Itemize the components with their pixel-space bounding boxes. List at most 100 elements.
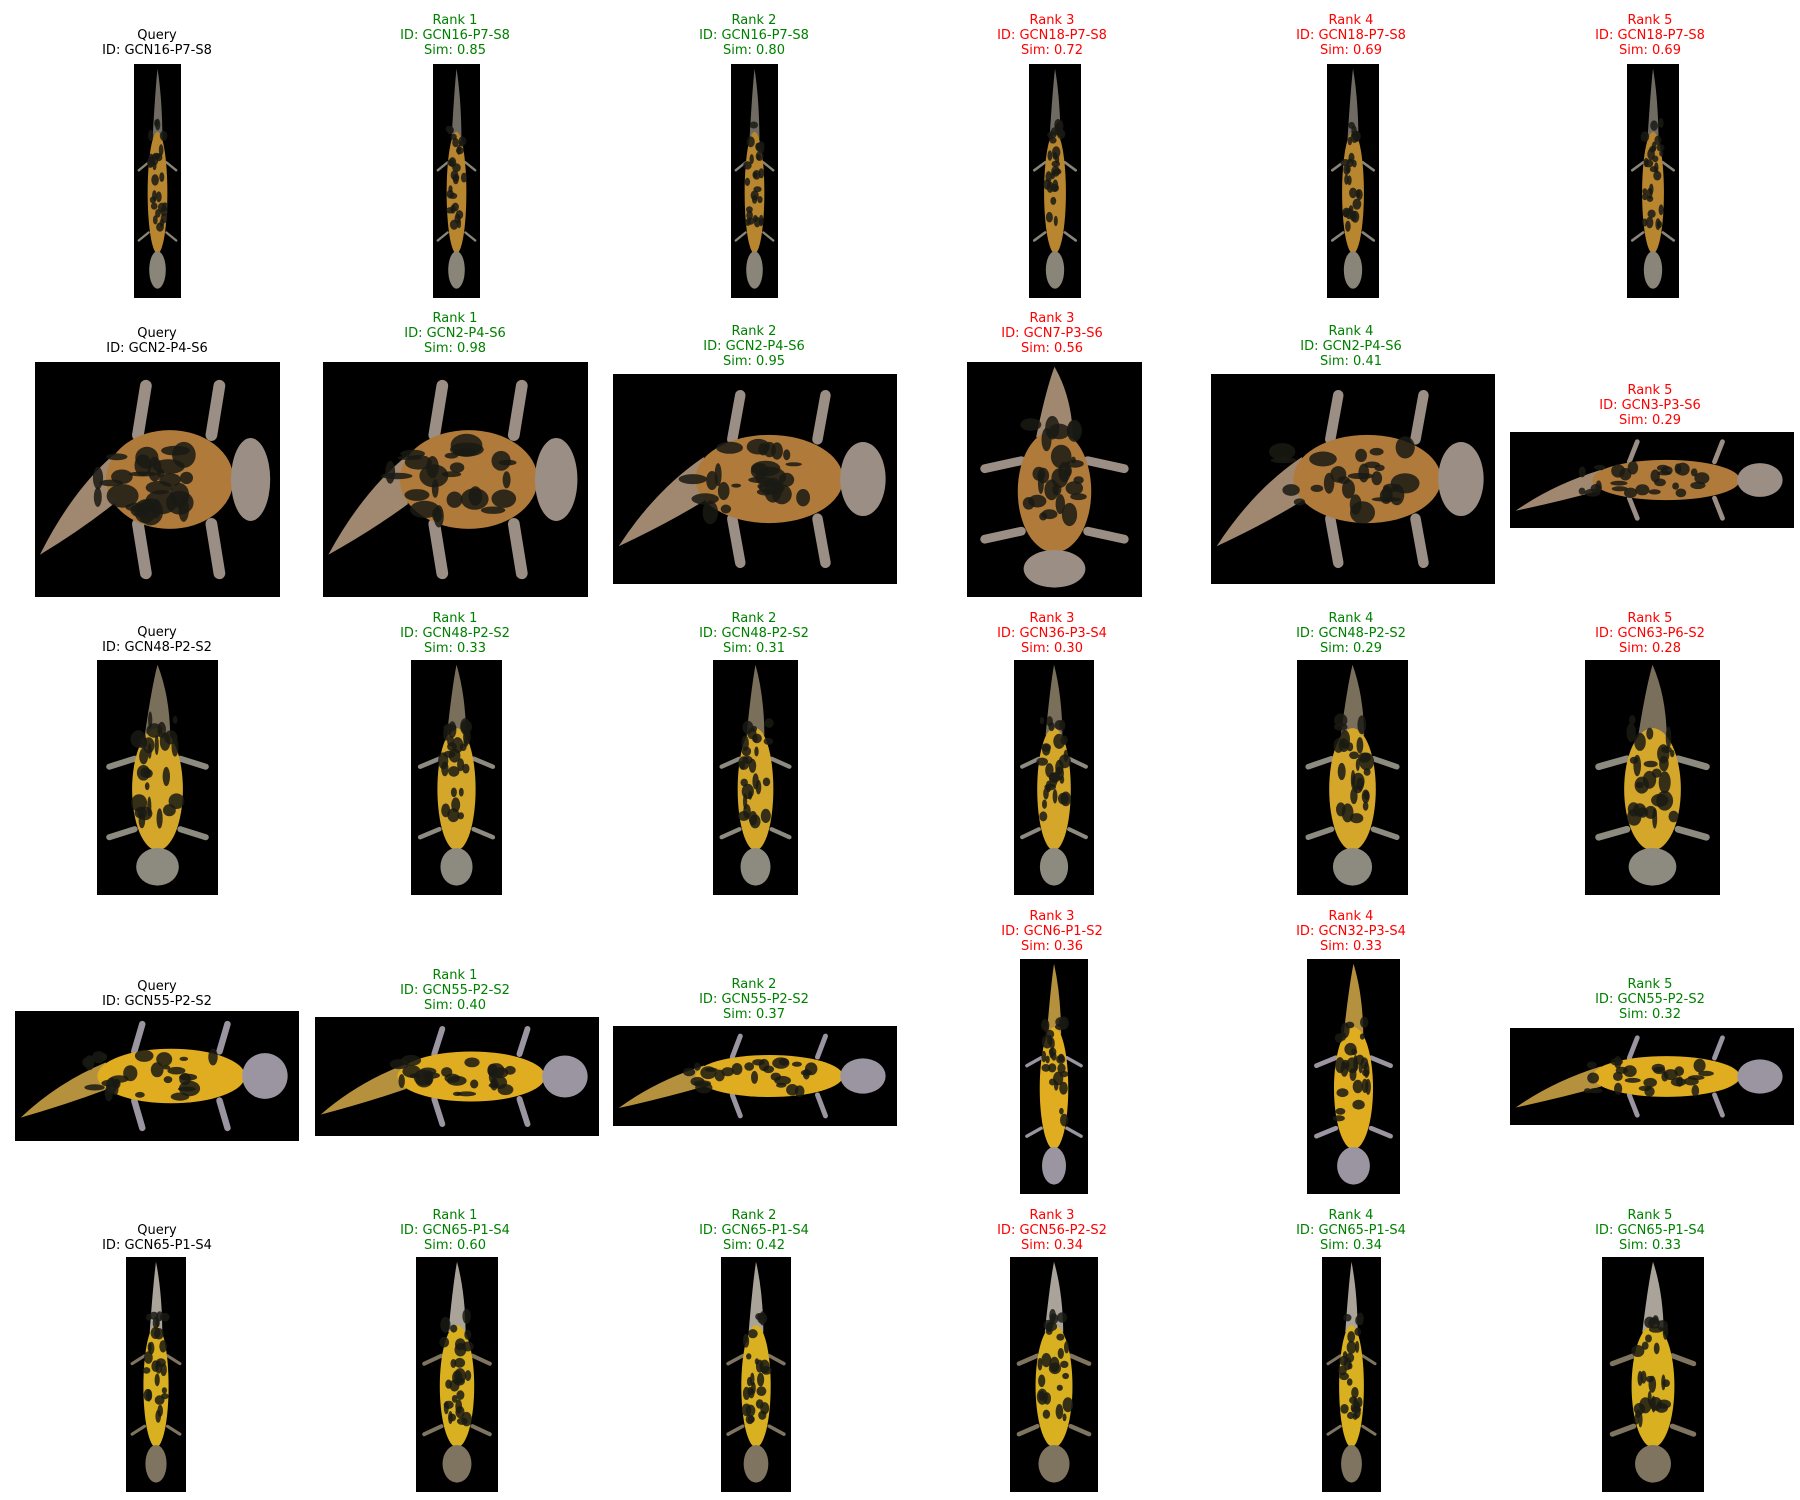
ranked-newt-image [1029, 64, 1081, 298]
match-id: ID: GCN48-P2-S2 [1296, 626, 1406, 641]
similarity-score: Sim: 0.31 [722, 641, 785, 656]
query-title: Query [137, 1223, 177, 1238]
rank-label: Rank 1 [432, 13, 478, 28]
ranked-newt-image [1307, 959, 1400, 1194]
ranked-newt-image [315, 1017, 599, 1136]
similarity-score: Sim: 0.36 [1021, 939, 1083, 954]
similarity-score: Sim: 0.29 [1619, 413, 1681, 428]
query-id: ID: GCN16-P7-S8 [102, 43, 212, 58]
query-title: Query [137, 625, 177, 640]
similarity-score: Sim: 0.60 [423, 1238, 486, 1253]
similarity-score: Sim: 0.85 [423, 43, 486, 58]
similarity-score: Sim: 0.41 [1320, 354, 1382, 369]
match-id: ID: GCN18-P7-S8 [1595, 28, 1705, 43]
ranked-newt-image [1602, 1257, 1704, 1492]
match-id: ID: GCN18-P7-S8 [1296, 28, 1406, 43]
rank-label: Rank 5 [1627, 13, 1673, 28]
rank-label: Rank 3 [1029, 1208, 1075, 1223]
rank-label: Rank 2 [731, 1208, 777, 1223]
match-id: ID: GCN65-P1-S4 [400, 1223, 510, 1238]
ranked-newt-image [1297, 660, 1408, 895]
similarity-score: Sim: 0.95 [723, 354, 785, 369]
rank-label: Rank 1 [432, 311, 478, 326]
similarity-score: Sim: 0.40 [423, 998, 486, 1013]
rank-label: Rank 4 [1328, 909, 1374, 924]
similarity-score: Sim: 0.69 [1618, 43, 1681, 58]
ranked-newt-image [1585, 660, 1720, 895]
rank-label: Rank 4 [1328, 611, 1374, 626]
ranked-newt-image [613, 374, 897, 584]
query-title: Query [137, 979, 177, 994]
match-id: ID: GCN16-P7-S8 [400, 28, 510, 43]
query-title: Query [137, 28, 177, 43]
query-newt-image [97, 660, 218, 895]
match-id: ID: GCN48-P2-S2 [400, 626, 510, 641]
ranked-newt-image [967, 362, 1142, 597]
rank-label: Rank 5 [1627, 383, 1673, 398]
query-id: ID: GCN2-P4-S6 [106, 341, 208, 356]
ranked-newt-image [411, 660, 502, 895]
similarity-score: Sim: 0.33 [423, 641, 486, 656]
query-title: Query [137, 326, 177, 341]
similarity-score: Sim: 0.37 [722, 1007, 785, 1022]
ranked-newt-image [416, 1257, 498, 1492]
rank-label: Rank 2 [731, 324, 777, 339]
similarity-score: Sim: 0.32 [1618, 1007, 1681, 1022]
rank-label: Rank 4 [1328, 13, 1374, 28]
ranked-newt-image [731, 64, 778, 298]
ranked-newt-image [713, 660, 798, 895]
ranked-newt-image [721, 1257, 791, 1492]
rank-label: Rank 5 [1627, 1208, 1673, 1223]
rank-label: Rank 3 [1029, 611, 1075, 626]
query-id: ID: GCN65-P1-S4 [102, 1238, 212, 1253]
ranked-newt-image [1627, 64, 1679, 298]
ranked-newt-image [613, 1026, 897, 1126]
ranked-newt-image [1510, 1028, 1794, 1125]
rank-label: Rank 2 [731, 13, 777, 28]
similarity-score: Sim: 0.72 [1020, 43, 1083, 58]
match-id: ID: GCN7-P3-S6 [1001, 326, 1103, 341]
match-id: ID: GCN2-P4-S6 [703, 339, 805, 354]
match-id: ID: GCN36-P3-S4 [997, 626, 1107, 641]
query-newt-image [134, 64, 181, 298]
similarity-score: Sim: 0.28 [1618, 641, 1681, 656]
rank-label: Rank 2 [731, 977, 777, 992]
similarity-score: Sim: 0.80 [722, 43, 785, 58]
similarity-score: Sim: 0.34 [1319, 1238, 1382, 1253]
match-id: ID: GCN2-P4-S6 [1300, 339, 1402, 354]
match-id: ID: GCN16-P7-S8 [699, 28, 809, 43]
ranked-newt-image [1322, 1257, 1381, 1492]
similarity-score: Sim: 0.33 [1319, 939, 1382, 954]
query-newt-image [15, 1011, 299, 1141]
similarity-score: Sim: 0.69 [1319, 43, 1382, 58]
similarity-score: Sim: 0.98 [424, 341, 486, 356]
ranked-newt-image [1211, 374, 1495, 584]
match-id: ID: GCN65-P1-S4 [699, 1223, 809, 1238]
rank-label: Rank 5 [1627, 611, 1673, 626]
match-id: ID: GCN3-P3-S6 [1599, 398, 1701, 413]
similarity-score: Sim: 0.56 [1021, 341, 1083, 356]
similarity-score: Sim: 0.30 [1020, 641, 1083, 656]
match-id: ID: GCN32-P3-S4 [1296, 924, 1406, 939]
similarity-score: Sim: 0.34 [1020, 1238, 1083, 1253]
match-id: ID: GCN55-P2-S2 [1595, 992, 1705, 1007]
